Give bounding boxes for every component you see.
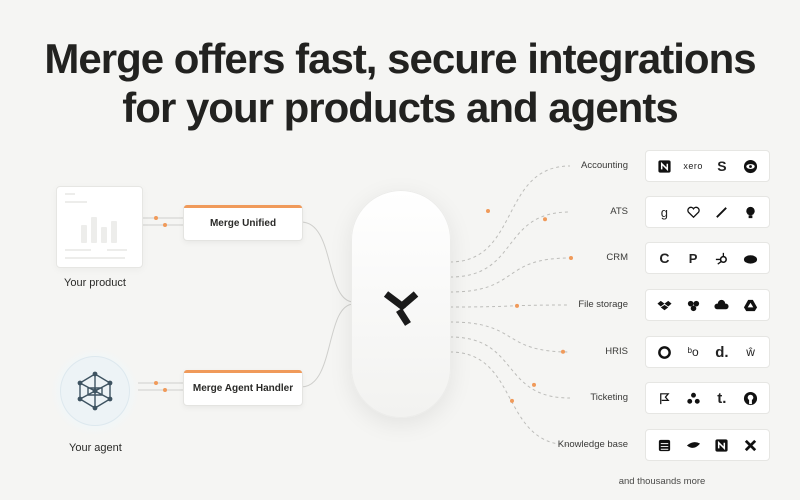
eye-icon	[740, 155, 762, 177]
p-icon: P	[688, 250, 698, 266]
s-icon: S	[717, 158, 727, 174]
vendor-row-file-storage	[645, 289, 770, 321]
xero-logo-icon: xero	[683, 161, 703, 171]
category-label-accounting: Accounting	[580, 160, 628, 171]
d-logo-icon: d.	[715, 343, 729, 361]
drive-icon	[740, 294, 762, 316]
x-icon	[740, 434, 762, 456]
category-label-file-storage: File storage	[578, 299, 628, 310]
merge-logo-icon	[383, 291, 419, 326]
and-thousands-more: and thousands more	[618, 476, 706, 487]
merge-hub	[351, 190, 451, 418]
t-logo-icon: t.	[717, 389, 727, 407]
cloud-fan-icon	[682, 434, 704, 456]
category-label-knowledge-base: Knowledge base	[557, 439, 628, 450]
vendor-row-hris: ᵇo d. ŵ	[645, 336, 770, 368]
product-mockup	[56, 186, 143, 268]
box-icon	[682, 294, 704, 316]
salesforce-icon	[740, 247, 762, 269]
your-agent-label: Your agent	[69, 442, 122, 454]
category-label-ats: ATS	[610, 206, 628, 217]
w-icon: ŵ	[746, 345, 755, 359]
your-product-label: Your product	[64, 277, 126, 289]
bamboo-icon: ᵇo	[687, 345, 699, 359]
cloud-icon	[711, 294, 733, 316]
vendor-row-ats: g	[645, 196, 770, 228]
merge-agent-handler-node: Merge Agent Handler	[183, 370, 303, 406]
notion-n-icon	[711, 434, 733, 456]
greenhouse-icon: g	[660, 204, 668, 220]
agent-avatar	[61, 357, 129, 425]
vendor-row-ticketing: t.	[645, 382, 770, 414]
vendor-row-knowledge-base	[645, 429, 770, 461]
pen-icon	[711, 201, 733, 223]
category-label-ticketing: Ticketing	[590, 392, 628, 403]
flag-icon	[653, 387, 675, 409]
copper-icon: C	[659, 250, 670, 266]
dropbox-icon	[653, 294, 675, 316]
dots-icon	[682, 387, 704, 409]
headline-line-1: Merge offers fast, secure integrations	[44, 35, 756, 82]
headline: Merge offers fast, secure integrations f…	[0, 34, 800, 132]
headline-line-2: for your products and agents	[122, 84, 678, 131]
heart-icon	[682, 201, 704, 223]
stack-icon	[653, 434, 675, 456]
github-icon	[740, 387, 762, 409]
hubspot-icon	[711, 247, 733, 269]
merge-unified-node: Merge Unified	[183, 205, 303, 241]
bulb-icon	[740, 201, 762, 223]
category-label-crm: CRM	[606, 252, 628, 263]
ring-icon	[653, 341, 675, 363]
category-label-hris: HRIS	[605, 346, 628, 357]
agent-network-icon	[77, 371, 113, 411]
vendor-row-accounting: xero S	[645, 150, 770, 182]
notion-n-icon	[653, 155, 675, 177]
